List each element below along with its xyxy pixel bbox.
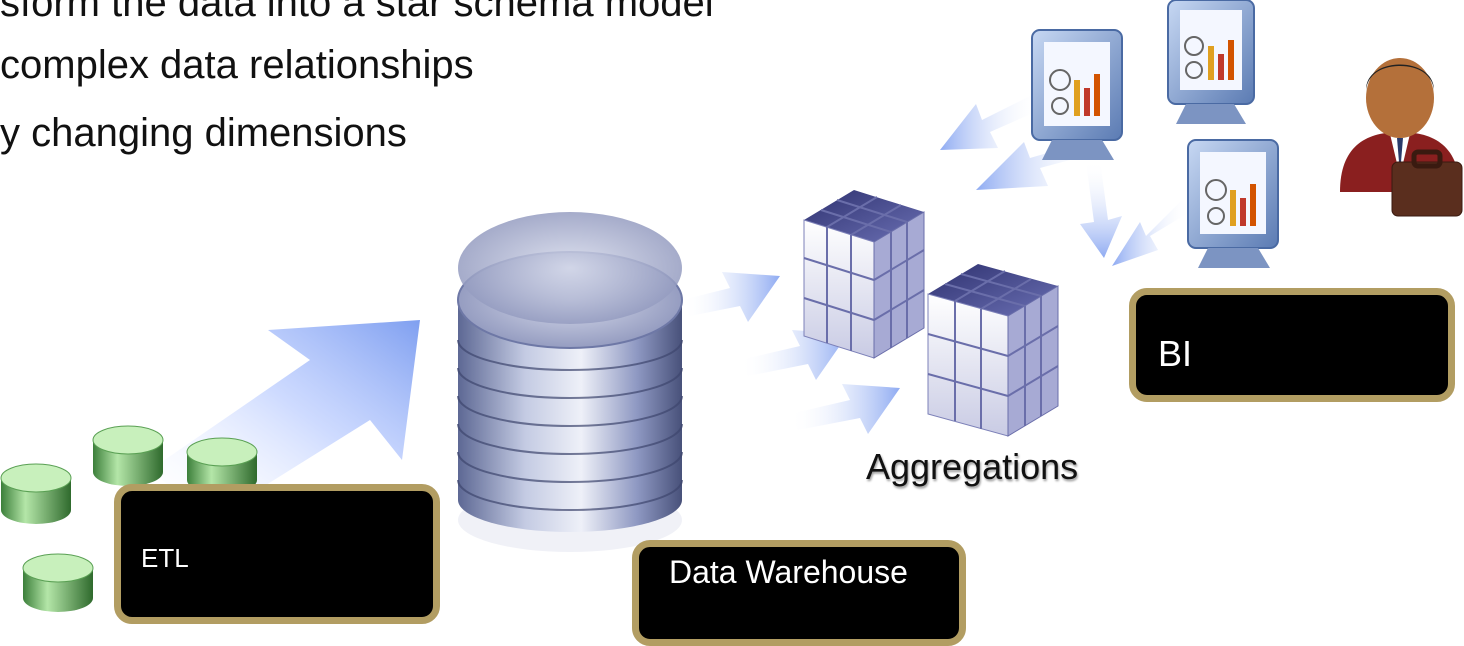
etl-label: ETL xyxy=(114,484,440,624)
data-warehouse-label: Data Warehouse xyxy=(632,540,966,646)
arrow-icon xyxy=(940,96,1040,150)
bi-label: BI xyxy=(1129,288,1455,402)
cube-icon xyxy=(927,264,1059,437)
report-monitor-icon xyxy=(1167,0,1255,124)
report-monitor-icon xyxy=(1031,29,1123,160)
bullet-data-relationships: complex data relationships xyxy=(0,43,474,87)
source-database-icon xyxy=(22,553,94,612)
arrow-icon xyxy=(740,330,848,380)
bullet-star-schema: sform the data into a star schema model xyxy=(0,0,714,25)
arrow-icon xyxy=(682,272,780,322)
source-database-icon xyxy=(92,425,164,486)
aggregations-label: Aggregations xyxy=(866,446,1079,487)
bullet-changing-dimensions: y changing dimensions xyxy=(0,111,407,155)
arrow-icon xyxy=(790,384,900,434)
business-user-icon xyxy=(1340,58,1463,217)
report-monitor-icon xyxy=(1187,139,1279,268)
data-warehouse-cylinder-icon xyxy=(457,212,683,552)
source-database-icon xyxy=(0,463,72,524)
arrow-icon xyxy=(1112,200,1190,266)
cube-icon xyxy=(803,190,925,359)
arrow-icon xyxy=(1080,160,1122,258)
